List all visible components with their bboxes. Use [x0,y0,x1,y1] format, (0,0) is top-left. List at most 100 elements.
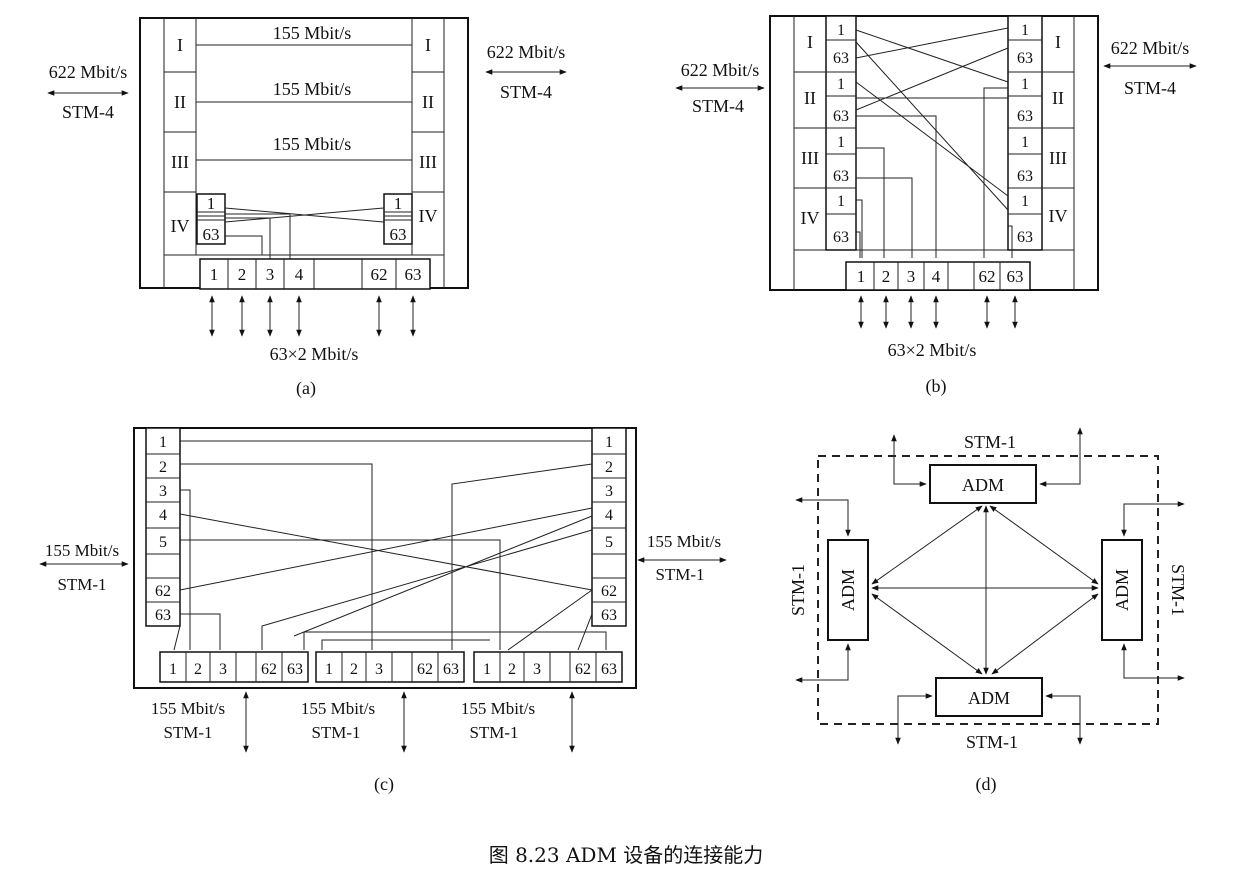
link-rate-label: 155 Mbit/s [273,134,352,154]
adm-label: ADM [962,475,1004,495]
external-links [795,427,1185,745]
tributary-rate-label: 155 Mbit/s [301,699,375,718]
adm-node-right [1101,539,1143,641]
tributary-group: 1 2 3 62 63 [315,651,465,683]
sub-channel-label: 1 [1021,134,1029,151]
aggregate-rate-label: 155 Mbit/s [647,532,721,551]
port-label: 2 [508,661,516,678]
port-label: 3 [375,661,383,678]
port-label: 62 [979,267,996,286]
figure-caption: 图 8.23 ADM 设备的连接能力 [489,843,764,867]
link-rate-label: 155 Mbit/s [273,79,352,99]
link-level-label: STM-1 [966,732,1018,752]
aggregate-level-label: STM-4 [500,82,552,102]
panel-a: I II III IV I II III IV 155 Mbit/s 155 M… [47,17,567,399]
adm-frame [769,15,1099,291]
panel-d: ADM ADM ADM ADM STM-1 STM-1 STM-1 STM-1 … [788,427,1188,795]
port-label: 1 [483,661,491,678]
port-label: 62 [575,661,591,678]
network-boundary [817,455,1159,725]
tributary-level-label: STM-1 [311,723,360,742]
port-label: 62 [261,661,277,678]
slot-label: III [171,152,189,172]
channel-label: 4 [159,507,167,524]
sub-channel-label: 63 [1017,50,1033,67]
port-label: 3 [266,265,275,284]
tributary-label: 63×2 Mbit/s [270,344,359,364]
port-label: 63 [405,265,422,284]
panel-label: (d) [976,774,997,795]
slot-label: II [174,92,186,112]
aggregate-rate-label: 622 Mbit/s [487,42,566,62]
channel-label: 5 [159,534,167,551]
port-dividers [873,262,1001,290]
port-label: 1 [169,661,177,678]
channel-label: 1 [159,434,167,451]
adm-node-left [827,539,869,641]
aggregate-level-label: STM-4 [1124,78,1176,98]
link-level-label: STM-1 [964,432,1016,452]
port-label: 4 [932,267,941,286]
port-label: 1 [210,265,219,284]
slot-label: IV [801,208,820,228]
sub-channel-label: 1 [1021,193,1029,210]
channel-label: 2 [605,459,613,476]
port-label: 3 [219,661,227,678]
channel-label: 3 [159,483,167,500]
slot-label: IV [171,216,190,236]
tributary-arrows [858,295,1018,329]
channel-label: 63 [601,607,617,624]
tributary-rate-label: 155 Mbit/s [461,699,535,718]
adm-label: ADM [838,569,858,611]
port-label: 4 [295,265,304,284]
port-label: 2 [882,267,891,286]
tributary-group: 1 2 3 62 63 [473,651,623,683]
port-label: 62 [417,661,433,678]
port-label: 2 [238,265,247,284]
slot-label: I [425,35,431,55]
sub-channel-label: 63 [833,229,849,246]
channel-dividers [146,453,626,603]
panel-b: I II III IV I II III IV 1 63 1 63 1 63 1… [675,15,1197,397]
slot-label: IV [1049,206,1068,226]
panel-c: 1 2 3 4 5 62 63 1 2 3 4 5 62 63 1 2 3 62… [39,427,727,795]
adm-frame [139,17,469,289]
adm-frame [133,427,637,689]
port-label: 63 [1007,267,1024,286]
aggregate-rate-label: 622 Mbit/s [1111,38,1190,58]
port-label: 1 [857,267,866,286]
aggregate-rate-label: 622 Mbit/s [49,62,128,82]
panel-label: (a) [296,378,316,399]
channel-label: 5 [605,534,613,551]
slot-label: I [807,32,813,52]
sub-channel-label: 1 [1021,22,1029,39]
slot-label: III [801,148,819,168]
port-label: 1 [325,661,333,678]
adm-label: ADM [1112,569,1132,611]
channel-label: 63 [155,607,171,624]
sub-channel-label: 63 [833,168,849,185]
sub-channel-label: 63 [1017,168,1033,185]
sub-channel-label: 63 [833,50,849,67]
port-label: 3 [907,267,916,286]
slot-label: IV [419,206,438,226]
adm-node-top [929,464,1037,504]
slot-dividers [164,71,444,193]
tributary-arrows [209,295,416,337]
link-rate-label: 155 Mbit/s [273,23,352,43]
port-label: 2 [194,661,202,678]
aggregate-level-label: STM-1 [655,565,704,584]
sub-channel-label: 63 [1017,229,1033,246]
slot-label: I [177,35,183,55]
panel-label: (b) [926,376,947,397]
sub-channel-label: 63 [1017,108,1033,125]
sub-channel-label: 63 [203,225,220,244]
adm-label: ADM [968,688,1010,708]
channel-label: 62 [155,583,171,600]
sub-channel-columns [794,15,1074,251]
port-label: 63 [443,661,459,678]
sub-channel-label: 1 [837,22,845,39]
port-label: 2 [350,661,358,678]
tributary-level-label: STM-1 [163,723,212,742]
